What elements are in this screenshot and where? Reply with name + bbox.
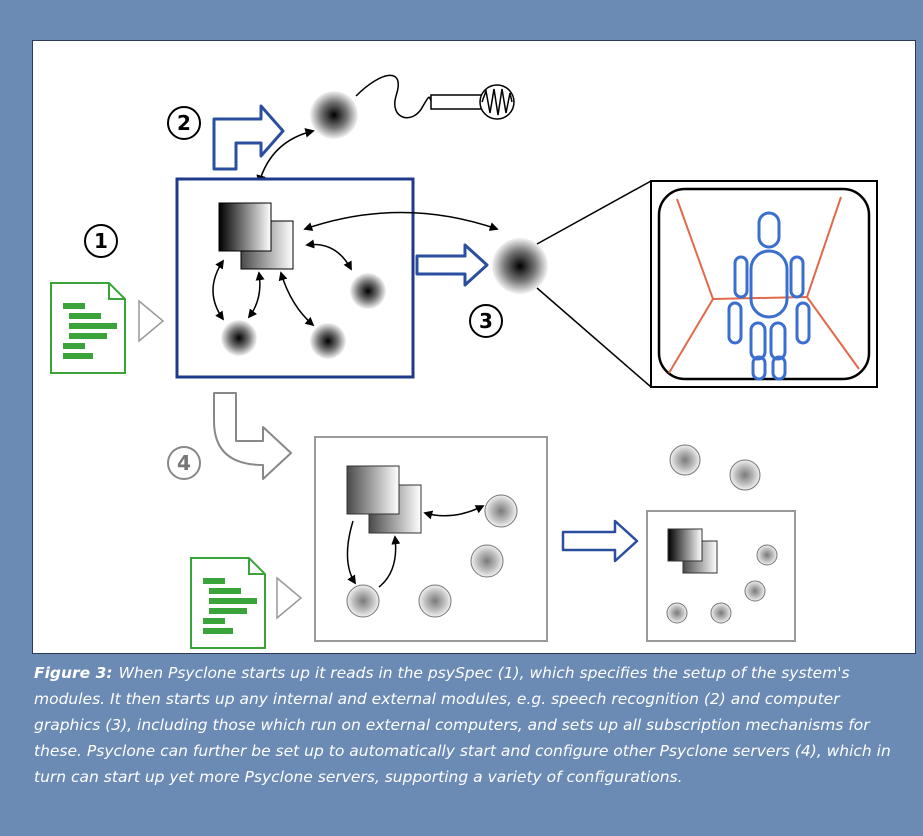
module-sphere <box>756 544 778 566</box>
module-sphere-bottom-right <box>310 323 346 359</box>
step-marker-2: 2 <box>167 106 201 140</box>
floating-module-sphere <box>669 444 701 476</box>
link-arrow <box>305 239 352 271</box>
link-arrow <box>346 520 356 585</box>
speech-link-arrow <box>256 128 315 185</box>
module-sphere <box>346 584 380 618</box>
psyspec-document-icon <box>50 282 126 374</box>
humanoid-figure-icon <box>727 211 811 381</box>
psyclone-diagram: 1 2 3 4 <box>50 74 878 649</box>
module-sphere <box>470 544 504 578</box>
link-arrow <box>247 271 265 319</box>
link-arrow <box>278 271 315 327</box>
graphics-link-arrow <box>303 211 499 231</box>
blue-arrow-to-graphics <box>415 243 489 287</box>
step-marker-4: 4 <box>167 446 201 480</box>
link-arrow <box>378 535 401 588</box>
figure-caption-text: When Psyclone starts up it reads in the … <box>34 664 891 786</box>
svg-text:3: 3 <box>479 309 493 333</box>
microphone-cable <box>355 74 432 119</box>
figure-panel: 1 2 3 4 <box>32 40 916 654</box>
module-sphere <box>744 580 766 602</box>
svg-text:2: 2 <box>177 111 191 135</box>
figure-caption: Figure 3:When Psyclone starts up it read… <box>34 660 894 790</box>
module-sphere <box>710 602 732 624</box>
link-arrow <box>423 505 485 520</box>
graphics-module-sphere <box>492 238 548 294</box>
microphone-icon <box>430 84 515 120</box>
module-sphere <box>418 584 452 618</box>
module-sphere-bottom-left <box>221 320 257 356</box>
server-cube-icon-3 <box>667 528 718 574</box>
projection-line-bottom <box>536 287 652 388</box>
module-sphere <box>484 494 518 528</box>
psyspec-document-icon-2 <box>190 557 266 649</box>
step-marker-1: 1 <box>84 224 118 258</box>
graphics-screen <box>650 180 878 388</box>
input-arrow-head-2 <box>276 576 303 620</box>
server-cube-icon-2 <box>346 465 422 534</box>
module-sphere <box>666 602 688 624</box>
floating-module-sphere <box>729 459 761 491</box>
grey-arrow-to-servers <box>213 392 292 480</box>
svg-text:4: 4 <box>177 451 191 475</box>
step-marker-3: 3 <box>469 304 503 338</box>
module-sphere-right <box>350 273 386 309</box>
speech-module-sphere <box>310 91 358 139</box>
blue-arrow-to-speech <box>212 104 285 171</box>
projection-line-top <box>536 180 652 245</box>
svg-text:1: 1 <box>94 229 108 253</box>
blue-arrow-to-third-server <box>561 519 639 563</box>
link-arrow <box>212 259 225 321</box>
server-cube-icon <box>218 202 294 270</box>
figure-caption-label: Figure 3: <box>34 664 113 682</box>
input-arrow-head <box>138 299 165 343</box>
